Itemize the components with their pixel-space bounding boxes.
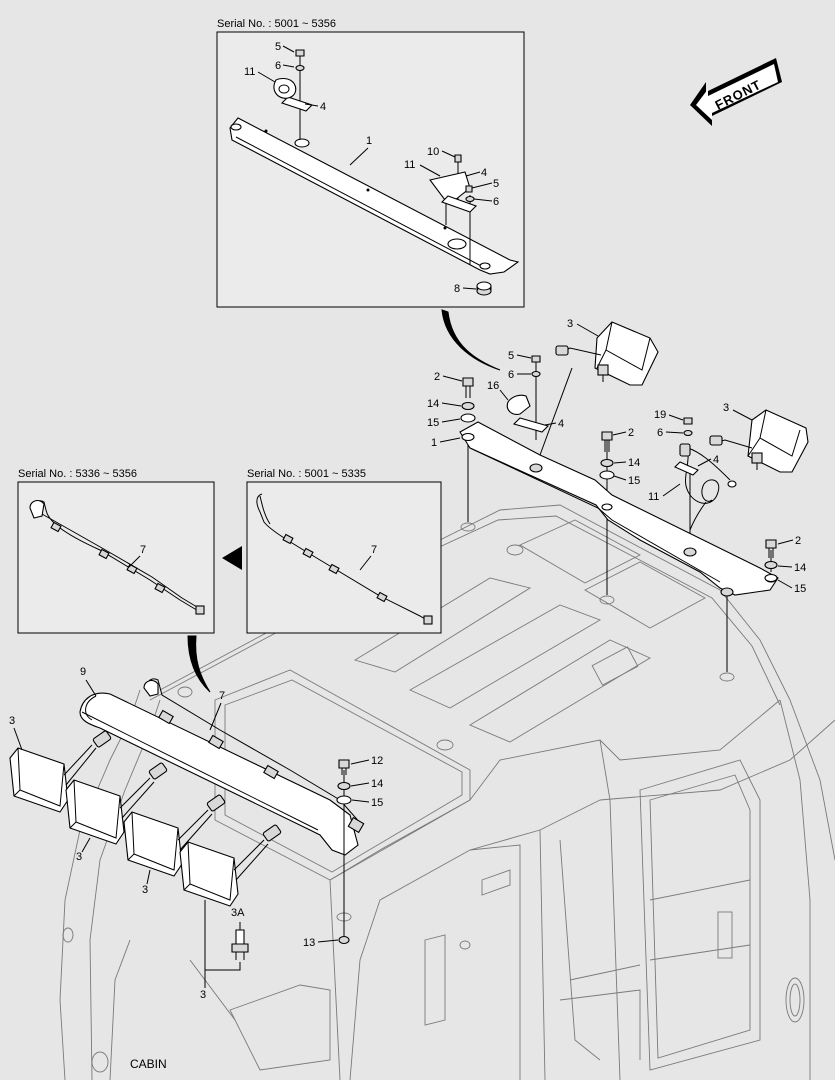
callout-2: 2 <box>628 427 634 439</box>
serial-label-middle: Serial No. : 5001 ~ 5335 <box>247 468 366 480</box>
callout-14: 14 <box>427 398 439 410</box>
callout-4: 4 <box>713 454 719 466</box>
callout-13: 13 <box>303 937 315 949</box>
left-harness-drawing <box>29 499 205 615</box>
callout-5: 5 <box>275 41 281 53</box>
callout-7: 7 <box>140 544 146 556</box>
main-bracket-assembly <box>459 321 809 672</box>
lamp-4 <box>179 824 282 907</box>
callout-3: 3 <box>76 851 82 863</box>
callout-11: 11 <box>244 66 255 78</box>
callout-6: 6 <box>657 427 663 439</box>
callout-14: 14 <box>794 562 806 574</box>
callout-3: 3 <box>567 318 573 330</box>
serial-label-top: Serial No. : 5001 ~ 5356 <box>217 18 336 30</box>
callout-7: 7 <box>219 690 225 702</box>
serial-label-left: Serial No. : 5336 ~ 5356 <box>18 468 137 480</box>
callout-1: 1 <box>431 437 437 449</box>
callout-16: 16 <box>487 380 499 392</box>
middle-harness-drawing <box>256 493 433 625</box>
callout-15: 15 <box>371 797 383 809</box>
detail-box-left <box>17 481 215 634</box>
callout-12: 12 <box>371 755 383 767</box>
pointer-triangle <box>222 546 242 570</box>
callout-1: 1 <box>366 135 372 147</box>
callout-15: 15 <box>794 583 806 595</box>
light-bar-assembly <box>9 678 365 960</box>
front-arrow: FRONT <box>690 58 782 126</box>
lamp-2 <box>65 762 168 845</box>
callout-3: 3 <box>200 989 206 1001</box>
top-callouts: 5 6 11 4 1 10 11 4 5 6 8 <box>244 41 499 295</box>
callout-15: 15 <box>427 417 439 429</box>
lamp-1 <box>9 730 112 813</box>
callout-5: 5 <box>508 350 514 362</box>
lamp-3 <box>123 794 226 877</box>
callout-9: 9 <box>80 666 86 678</box>
cabin-label: CABIN <box>130 1057 167 1071</box>
callout-5: 5 <box>493 178 499 190</box>
callout-4: 4 <box>320 101 326 113</box>
callout-4: 4 <box>481 167 487 179</box>
callout-11: 11 <box>404 159 415 171</box>
callout-2: 2 <box>434 371 440 383</box>
top-detail-drawing <box>229 49 520 296</box>
callout-3: 3 <box>142 884 148 896</box>
callout-14: 14 <box>371 778 383 790</box>
cabin-outline <box>59 504 835 1080</box>
callout-3A: 3A <box>231 907 245 919</box>
detail-box-middle <box>246 481 442 634</box>
pointer-arrow-left <box>187 635 211 693</box>
callout-15: 15 <box>628 475 640 487</box>
callout-7: 7 <box>371 544 377 556</box>
callout-3: 3 <box>9 715 15 727</box>
bulb-3A <box>231 922 249 960</box>
callout-8: 8 <box>454 283 460 295</box>
main-callouts: 3 5 6 2 16 14 4 15 1 3 19 6 2 14 4 15 11… <box>427 318 806 595</box>
callout-11: 11 <box>648 491 659 503</box>
callout-6: 6 <box>275 60 281 72</box>
callout-2: 2 <box>795 535 801 547</box>
callout-10: 10 <box>427 146 439 158</box>
callout-3: 3 <box>723 402 729 414</box>
callout-6: 6 <box>508 369 514 381</box>
lightbar-callouts: 9 7 3 12 14 15 3 3 3A 13 3 <box>9 666 383 1001</box>
callout-19: 19 <box>654 409 666 421</box>
callout-4: 4 <box>558 418 564 430</box>
callout-14: 14 <box>628 457 640 469</box>
callout-6: 6 <box>493 196 499 208</box>
pointer-arrow-top <box>441 309 501 371</box>
